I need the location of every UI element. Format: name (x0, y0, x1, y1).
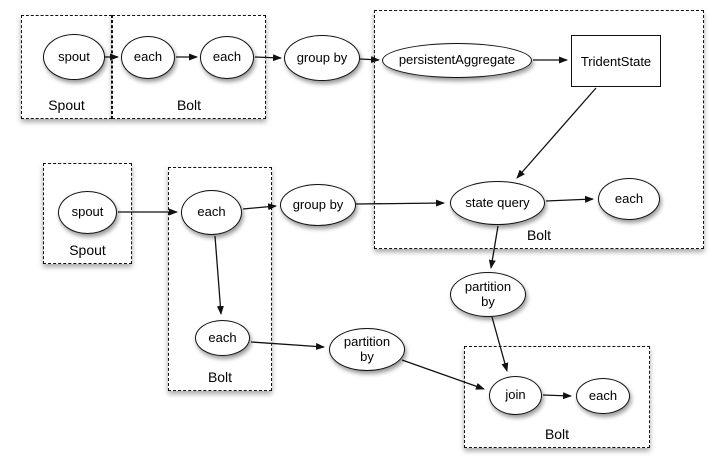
node-partition-by-left: partition by (329, 328, 405, 371)
group-label: Bolt (176, 97, 202, 113)
node-each-right: each (598, 178, 660, 220)
node-group-by-mid: group by (280, 184, 356, 226)
node-each-bottom: each (576, 378, 630, 414)
group-label: Bolt (544, 426, 570, 442)
node-group-by-top: group by (284, 35, 360, 81)
node-each-top-2: each (200, 36, 254, 79)
node-each-top-1: each (121, 36, 175, 79)
node-state-query: state query (450, 181, 545, 225)
node-join: join (489, 376, 542, 415)
node-each-lower: each (195, 320, 250, 356)
node-each-mid: each (181, 190, 242, 235)
node-spout-top: spout (43, 34, 105, 80)
node-spout-mid: spout (58, 191, 117, 234)
node-persistent-aggregate: persistentAggregate (382, 43, 532, 78)
group-label: Bolt (207, 369, 233, 385)
group-label: Bolt (526, 227, 552, 243)
node-trident-state: TridentState (571, 35, 661, 87)
group-label: Spout (69, 242, 106, 258)
node-partition-by-right: partition by (450, 272, 526, 317)
group-label: Spout (48, 97, 85, 113)
